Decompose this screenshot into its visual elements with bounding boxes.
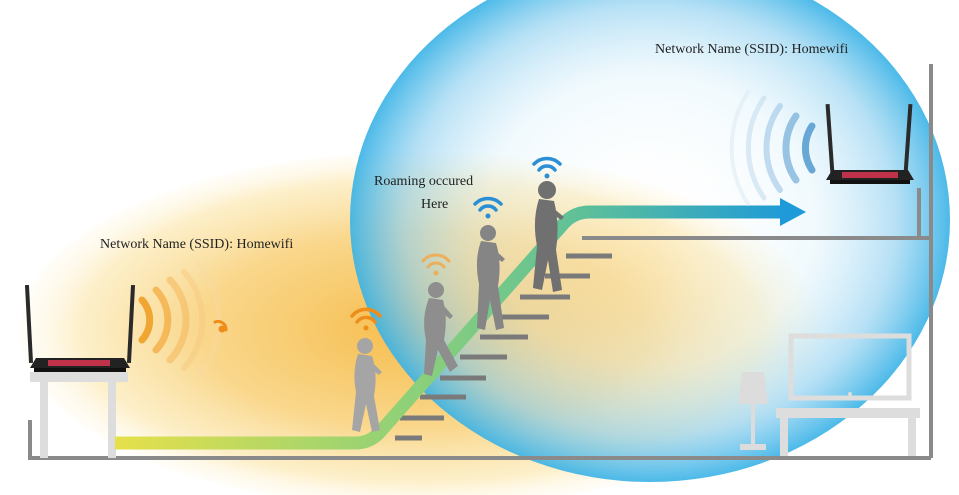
left-ssid-label: Network Name (SSID): Homewifi [100,237,294,252]
roaming-label-here: Here [421,197,449,212]
staircase [395,253,612,441]
wifi-icon-person-1 [350,307,382,331]
person-figure-4 [533,181,564,292]
wifi-icon-person-3 [473,196,503,219]
right-router [825,103,914,184]
left-router [24,284,136,372]
right-router-signal-icon [729,90,816,206]
side-table [30,372,128,458]
right-coverage-zone [350,0,950,482]
house-structure [28,64,933,460]
walking-path [115,205,780,450]
person-figure-3 [476,225,505,330]
person-figure-2 [424,282,458,376]
right-ssid-label: Network Name (SSID): Homewifi [655,42,849,57]
wifi-icon-person-4 [532,156,562,179]
tv-unit [776,333,920,456]
left-wifi-marker-icon [213,319,228,333]
roaming-label: Roaming occured [374,174,474,189]
floor-lamp [738,372,768,450]
person-figure-1 [352,338,382,432]
path-arrow-icon [780,198,806,226]
wifi-icon-person-2 [421,253,451,276]
